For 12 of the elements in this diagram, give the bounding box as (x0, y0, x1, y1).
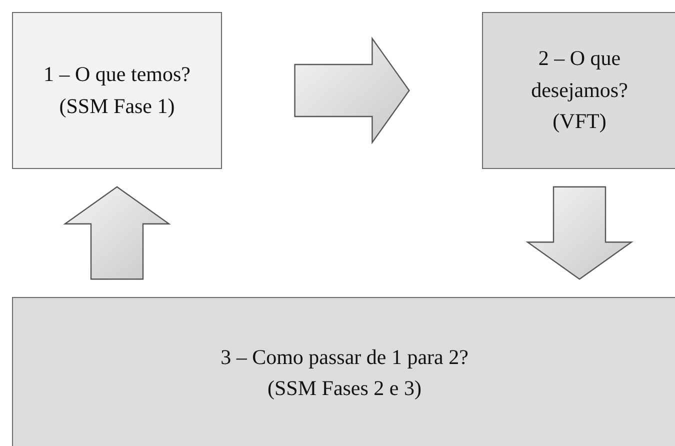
box-text: 3 – Como passar de 1 para 2? (220, 344, 468, 370)
block-arrow (63, 186, 171, 280)
block-arrow (526, 186, 634, 280)
box-text: (SSM Fases 2 e 3) (267, 375, 422, 402)
process-box (482, 12, 675, 169)
block-arrow (294, 36, 410, 144)
process-box (12, 297, 675, 446)
process-box (12, 12, 222, 169)
box-text: (SSM Fase 1) (59, 92, 175, 120)
box-text: (VFT) (552, 108, 606, 136)
box-text: 1 – O que temos? (44, 61, 190, 88)
box-text: 2 – O que desejamos? (530, 45, 629, 104)
